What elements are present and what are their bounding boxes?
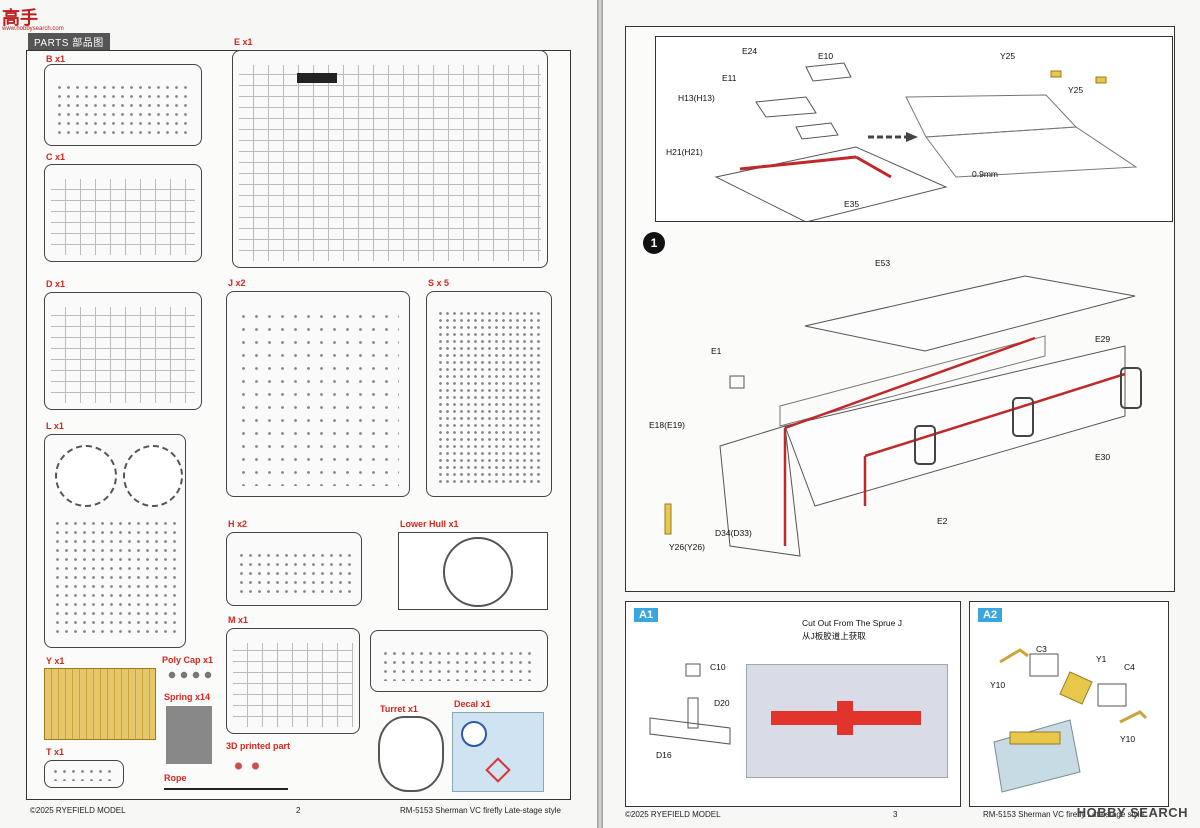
parts-page: 高手 www.hobbysearch.com PARTS 部品图 B x1 C … [0, 0, 597, 828]
rope [164, 788, 288, 790]
sprue-s [426, 291, 552, 497]
callout-d16: D16 [656, 750, 672, 760]
book-gutter [597, 0, 603, 828]
a2-tab: A2 [978, 608, 1003, 622]
sprue-s-label: S x 5 [428, 278, 450, 288]
footer-title: RM-5153 Sherman VC firefly Late-stage st… [400, 806, 561, 815]
sprue-b [44, 64, 202, 146]
photo-etch-y [44, 668, 156, 740]
sprue-y-label: Y x1 [46, 656, 65, 666]
callout-y10-a: Y10 [990, 680, 1006, 690]
sprue-c-label: C x1 [46, 152, 66, 162]
callout-e1: E1 [711, 346, 722, 356]
sprue-m-label: M x1 [228, 615, 249, 625]
spring-label: Spring x14 [164, 692, 211, 702]
callout-e10: E10 [818, 51, 834, 61]
sprue-c [44, 164, 202, 262]
decal-sheet [452, 712, 544, 792]
parts-header: PARTS 部品图 [28, 33, 110, 50]
sprue-j [226, 291, 410, 497]
instruction-page: E24 E10 E11 H13(H13) H21(H21) E35 Y25 Y2… [603, 0, 1200, 828]
sprue-e-label: E x1 [234, 37, 253, 47]
site-logo: 高手 [2, 8, 38, 29]
footer-copyright: ©2025 RYEFIELD MODEL [30, 806, 126, 815]
callout-e2: E2 [937, 516, 948, 526]
printed-part-label: 3D printed part [226, 741, 291, 751]
sprue-t-label: T x1 [46, 747, 65, 757]
callout-e53: E53 [875, 258, 891, 268]
callout-y26: Y26(Y26) [669, 542, 705, 552]
substep-box: E24 E10 E11 H13(H13) H21(H21) E35 Y25 Y2… [655, 36, 1173, 222]
callout-c4: C4 [1124, 662, 1135, 672]
callout-e24: E24 [742, 46, 758, 56]
substep-a2: A2 C3 Y1 C4 Y10 Y10 [969, 601, 1169, 807]
sprue-h [226, 532, 362, 606]
lower-hull-label: Lower Hull x1 [400, 519, 459, 529]
sprue-e [232, 50, 548, 268]
lower-hull [398, 532, 548, 610]
step1-drawing [664, 275, 1142, 557]
callout-d20: D20 [714, 698, 730, 708]
turret-label: Turret x1 [380, 704, 418, 714]
poly-caps [166, 670, 214, 680]
step-number: 1 [643, 232, 665, 254]
callout-y25-b: Y25 [1068, 85, 1084, 95]
sprue-extra [370, 630, 548, 692]
callout-e18: E18(E19) [649, 420, 685, 430]
sprue-b-label: B x1 [46, 54, 66, 64]
rope-label: Rope [164, 773, 187, 783]
callout-e11: E11 [722, 73, 737, 83]
page-number: 3 [893, 810, 898, 819]
sprue-d-label: D x1 [46, 279, 66, 289]
footer-title: RM-5153 Sherman VC firefly Late-stage st… [983, 810, 1144, 819]
callout-y25-a: Y25 [1000, 51, 1016, 61]
callout-e35: E35 [844, 199, 860, 209]
poly-cap-label: Poly Cap x1 [162, 655, 214, 665]
callout-h21: H21(H21) [666, 147, 703, 157]
callout-thickness: 0.9mm [972, 169, 998, 179]
callout-c10: C10 [710, 662, 726, 672]
callout-y10-b: Y10 [1120, 734, 1136, 744]
decal-label: Decal x1 [454, 699, 491, 709]
callout-d34: D34(D33) [715, 528, 752, 538]
a1-photo [746, 664, 948, 778]
sprue-h-label: H x2 [228, 519, 248, 529]
printed-parts [230, 762, 264, 770]
footer-copyright: ©2025 RYEFIELD MODEL [625, 810, 721, 819]
substep-drawing [714, 62, 1138, 221]
sprue-j-label: J x2 [228, 278, 246, 288]
callout-e30: E30 [1095, 452, 1111, 462]
callout-c3: C3 [1036, 644, 1047, 654]
callout-y1: Y1 [1096, 654, 1107, 664]
site-logo-url: www.hobbysearch.com [2, 26, 64, 32]
hobby-search-watermark: HOBBY SEARCH [1076, 805, 1188, 820]
sprue-m [226, 628, 360, 734]
sprue-d [44, 292, 202, 410]
callout-e29: E29 [1095, 334, 1111, 344]
a1-note-zh: 从J板胶道上获取 [802, 631, 866, 641]
turret [378, 716, 444, 792]
springs [166, 706, 212, 764]
substep-a1: A1 C10 D20 D16 Cut Out From The Sprue J … [625, 601, 961, 807]
page-number: 2 [296, 806, 301, 815]
sprue-l-label: L x1 [46, 421, 64, 431]
sprue-t [44, 760, 124, 788]
callout-h13: H13(H13) [678, 93, 715, 103]
sprue-l [44, 434, 186, 648]
a1-tab: A1 [634, 608, 659, 622]
a1-note-en: Cut Out From The Sprue J [802, 618, 902, 628]
